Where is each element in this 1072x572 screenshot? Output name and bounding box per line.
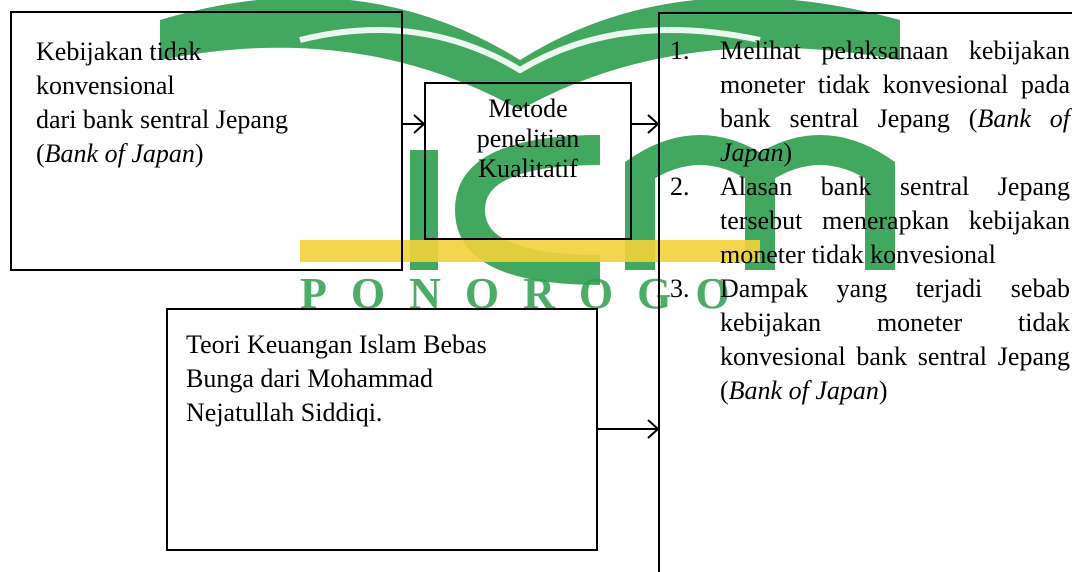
method-line-1: Metode: [488, 94, 568, 123]
results-item: 3. Dampak yang terjadi sebab kebijakan m…: [670, 272, 1070, 408]
theory-text: Teori Keuangan Islam Bebas Bunga dari Mo…: [186, 328, 586, 430]
policy-paren-close: ): [194, 139, 204, 168]
method-line-2: penelitian: [476, 124, 580, 153]
results-item: 2. Alasan bank sentral Jepang tersebut m…: [670, 170, 1070, 272]
results-item-italic: Bank of Japan: [720, 104, 1070, 167]
policy-bank-name: Bank of Japan: [44, 139, 195, 168]
method-text: Metode penelitian Kualitatif: [426, 94, 630, 184]
results-item-text: Dampak yang terjadi sebab kebijakan mone…: [720, 274, 1070, 405]
policy-paren-open: (: [36, 139, 45, 168]
results-item-text: Melihat pelaksanaan kebijakan moneter ti…: [720, 36, 1070, 167]
results-list: 1. Melihat pelaksanaan kebijakan moneter…: [670, 34, 1070, 408]
method-line-3: Kualitatif: [478, 154, 578, 183]
theory-line-2: Bunga dari Mohammad: [186, 364, 433, 393]
policy-line-4: (Bank of Japan): [36, 137, 396, 171]
policy-box: Kebijakan tidak konvensional dari bank s…: [10, 11, 403, 271]
theory-box: Teori Keuangan Islam Bebas Bunga dari Mo…: [166, 308, 598, 551]
theory-line-3: Nejatullah Siddiqi.: [186, 398, 383, 427]
results-box: 1. Melihat pelaksanaan kebijakan moneter…: [658, 12, 1072, 572]
results-item-number: 3.: [670, 274, 690, 303]
watermark-gold-bar: [300, 240, 760, 262]
method-box: Metode penelitian Kualitatif: [424, 82, 632, 240]
results-item-number: 2.: [670, 172, 690, 201]
watermark-book-leaf-icon: [160, 0, 900, 110]
results-item-text: Alasan bank sentral Jepang tersebut mene…: [720, 172, 1070, 269]
results-item: 1. Melihat pelaksanaan kebijakan moneter…: [670, 34, 1070, 170]
policy-line-1: Kebijakan tidak: [36, 37, 202, 66]
policy-line-2: konvensional: [36, 71, 175, 100]
results-item-number: 1.: [670, 36, 690, 65]
results-item-italic: Bank of Japan: [728, 376, 879, 405]
policy-text: Kebijakan tidak konvensional dari bank s…: [36, 35, 396, 171]
watermark-letter-c: [454, 135, 601, 285]
watermark-book-leaf-icon-inner: [299, 27, 761, 74]
watermark-letter-m: [625, 135, 895, 270]
theory-line-1: Teori Keuangan Islam Bebas: [186, 330, 487, 359]
policy-line-3: dari bank sentral Jepang: [36, 105, 288, 134]
